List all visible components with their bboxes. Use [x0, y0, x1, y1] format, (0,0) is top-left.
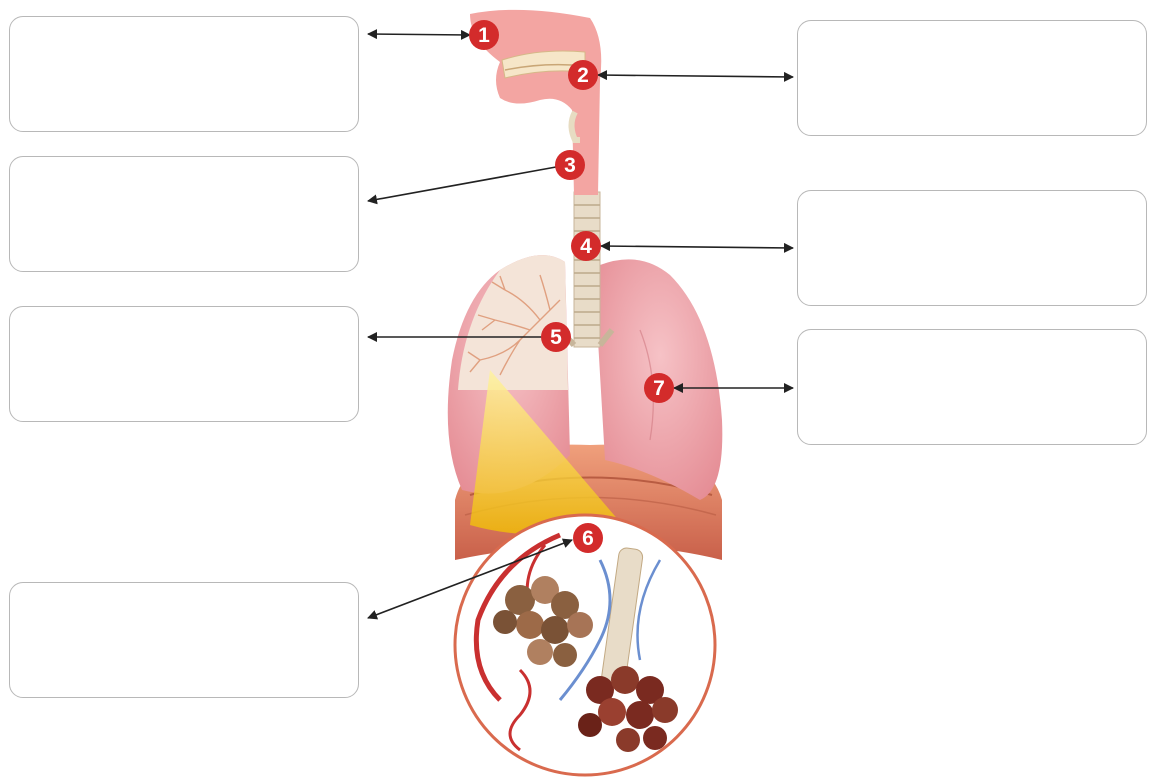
marker-1: 1 — [469, 20, 499, 50]
marker-7-label: 7 — [653, 377, 665, 400]
arrow-1 — [368, 34, 470, 35]
marker-4: 4 — [571, 231, 601, 261]
alveoli-zoom-circle — [455, 515, 715, 775]
arrow-4 — [601, 246, 793, 248]
marker-3: 3 — [555, 150, 585, 180]
marker-2-label: 2 — [577, 64, 589, 87]
marker-1-label: 1 — [478, 24, 490, 47]
marker-5: 5 — [541, 322, 571, 352]
arrow-2 — [598, 75, 793, 77]
marker-4-label: 4 — [580, 235, 592, 258]
marker-7: 7 — [644, 373, 674, 403]
arrow-3 — [368, 167, 556, 201]
marker-6-label: 6 — [582, 527, 594, 550]
marker-5-label: 5 — [550, 326, 562, 349]
marker-2: 2 — [568, 60, 598, 90]
marker-3-label: 3 — [564, 154, 576, 177]
marker-6: 6 — [573, 523, 603, 553]
